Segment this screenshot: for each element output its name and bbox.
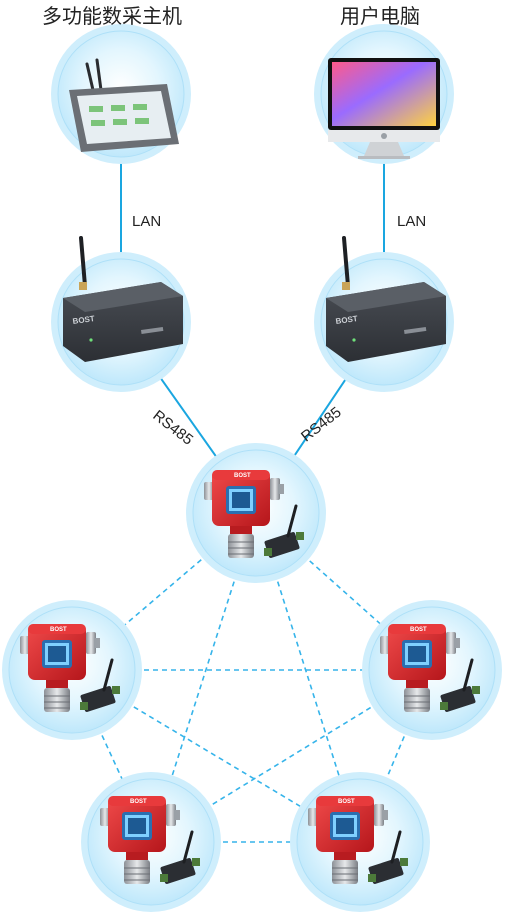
touchscreen-host-icon — [69, 58, 179, 152]
title-host: 多功能数采主机 — [42, 4, 182, 28]
title-user-pc: 用户电脑 — [340, 4, 420, 28]
lan-label-left: LAN — [132, 213, 162, 230]
lan-label-right: LAN — [397, 213, 427, 230]
desktop-computer-icon — [328, 58, 440, 159]
